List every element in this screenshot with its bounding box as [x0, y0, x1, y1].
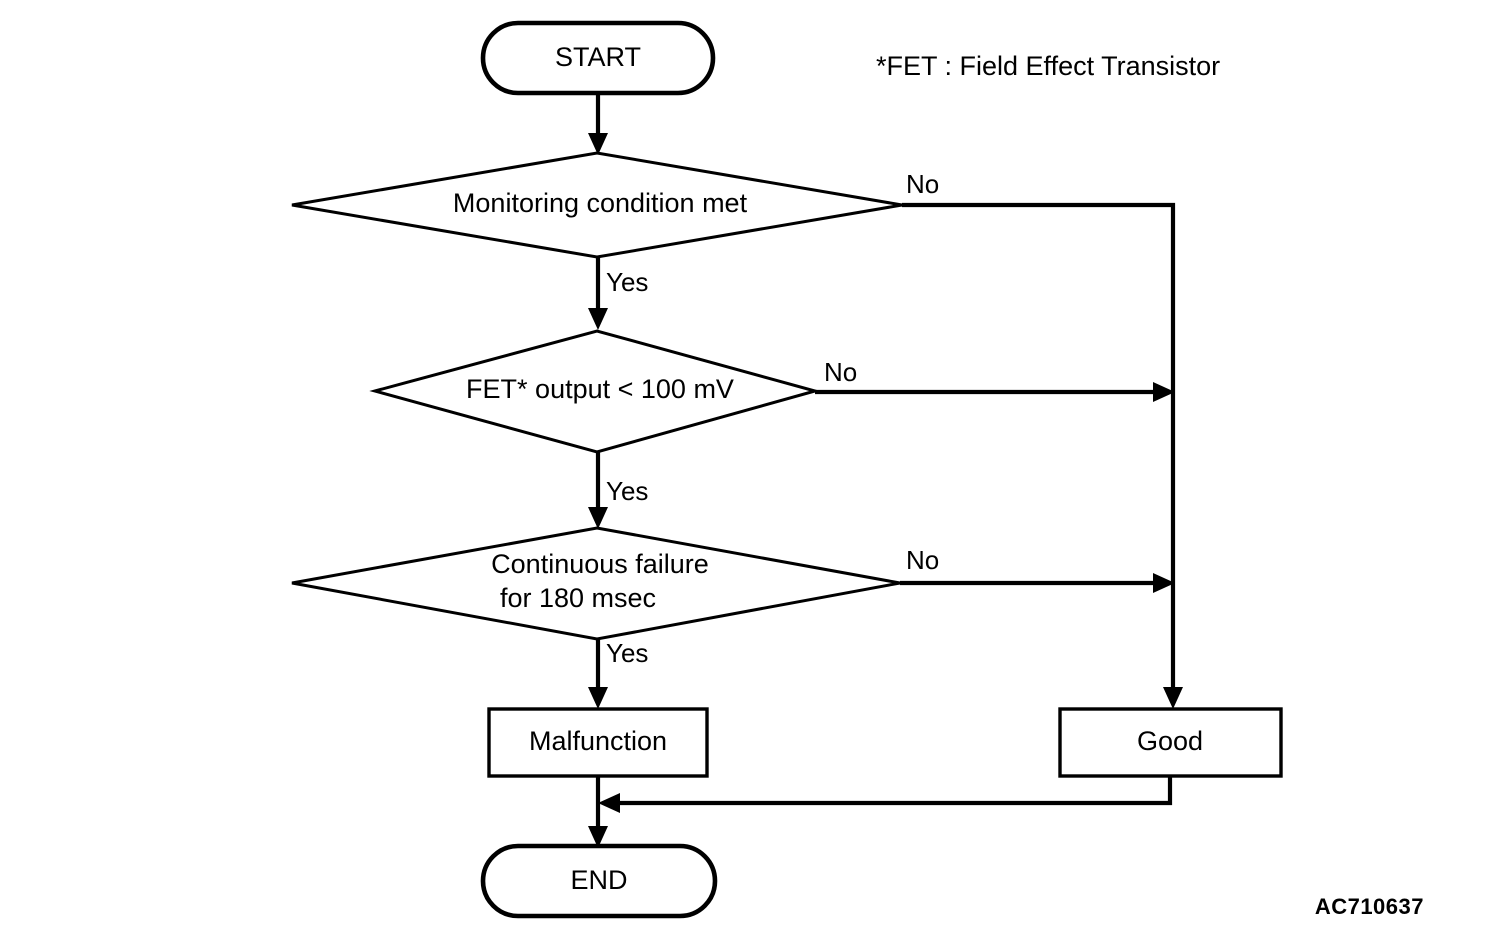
connector-good-to-end-merge	[598, 776, 1173, 813]
edge-label-decision1-no: No	[906, 169, 939, 199]
connector-decision2-no-to-good	[815, 382, 1175, 402]
node-decision-3-label-line-2: for 180 msec	[500, 583, 656, 613]
connector-decision2-yes-to-decision3	[588, 452, 608, 529]
node-decision-2-label: FET* output < 100 mV	[466, 374, 734, 404]
node-end-label: END	[570, 865, 627, 895]
edge-label-decision1-yes: Yes	[606, 267, 648, 297]
node-end: END	[480, 843, 718, 919]
node-start: START	[480, 20, 716, 96]
edge-label-decision3-no: No	[906, 545, 939, 575]
node-start-label: START	[555, 42, 641, 72]
node-decision-1-label: Monitoring condition met	[453, 188, 748, 218]
legend-fet-abbreviation: *FET : Field Effect Transistor	[876, 51, 1220, 81]
edge-label-decision2-yes: Yes	[606, 476, 648, 506]
reference-code: AC710637	[1315, 894, 1424, 919]
connector-malfunction-to-end	[588, 776, 608, 848]
node-decision-3-label-line-1: Continuous failure	[491, 549, 709, 579]
node-result-malfunction: Malfunction	[487, 707, 709, 778]
node-decision-continuous-failure: Continuous failure for 180 msec	[291, 526, 901, 641]
node-malfunction-label: Malfunction	[529, 726, 667, 756]
connector-start-to-decision1	[588, 93, 608, 155]
node-result-good: Good	[1058, 707, 1283, 778]
node-decision-monitoring-condition: Monitoring condition met	[291, 151, 903, 259]
edge-label-decision2-no: No	[824, 357, 857, 387]
connector-decision1-yes-to-decision2	[588, 257, 608, 330]
node-decision-fet-output: FET* output < 100 mV	[369, 329, 821, 454]
connector-decision3-no-to-good	[900, 573, 1175, 593]
connector-decision1-no-to-good	[902, 202, 1183, 709]
node-good-label: Good	[1137, 726, 1203, 756]
connector-decision3-yes-to-malfunction	[588, 639, 608, 709]
edge-label-decision3-yes: Yes	[606, 638, 648, 668]
